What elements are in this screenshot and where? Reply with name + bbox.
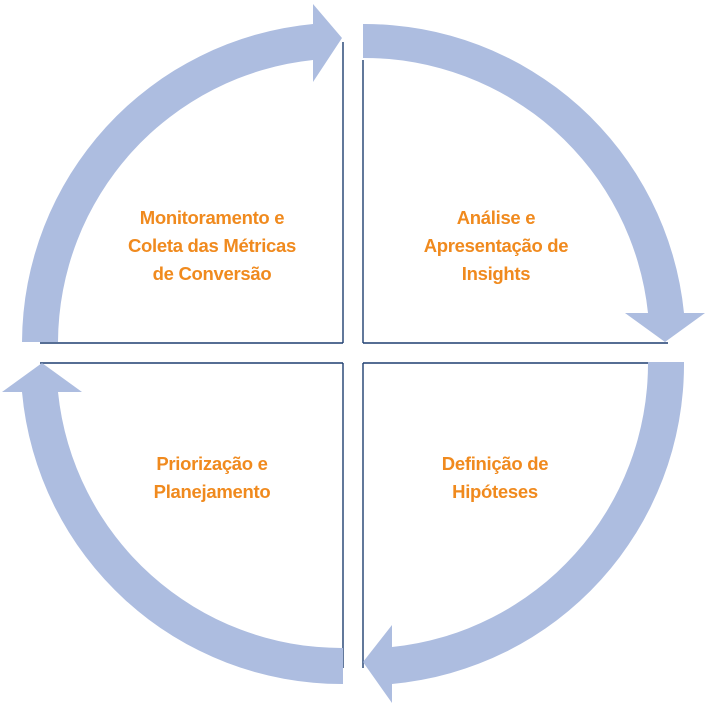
stage-label-definicao: Definição de Hipóteses [385, 450, 605, 506]
cycle-arrows [2, 4, 705, 703]
stage-label-line: Análise e [456, 207, 536, 228]
stage-label-line: Hipóteses [452, 481, 538, 502]
stage-label-line: Apresentação de [423, 235, 569, 256]
stage-label-monitoramento: Monitoramento e Coleta das Métricas de C… [92, 204, 332, 288]
stage-label-line: Definição de [441, 453, 549, 474]
arrow-top-right [363, 23, 705, 343]
stage-label-line: Priorização e [156, 453, 268, 474]
stage-label-line: de Conversão [152, 263, 272, 284]
stage-label-line: Planejamento [153, 481, 271, 502]
stage-label-line: Monitoramento e [139, 207, 285, 228]
stage-label-line: Coleta das Métricas [127, 235, 297, 256]
stage-label-analise: Análise e Apresentação de Insights [378, 204, 614, 288]
stage-label-line: Insights [461, 263, 531, 284]
arrow-bottom-right [363, 362, 685, 703]
quadrant-dividers [40, 42, 668, 668]
stage-label-priorizacao: Priorização e Planejamento [102, 450, 322, 506]
arrow-bottom-left [2, 363, 343, 685]
arrow-top-left [22, 4, 342, 342]
